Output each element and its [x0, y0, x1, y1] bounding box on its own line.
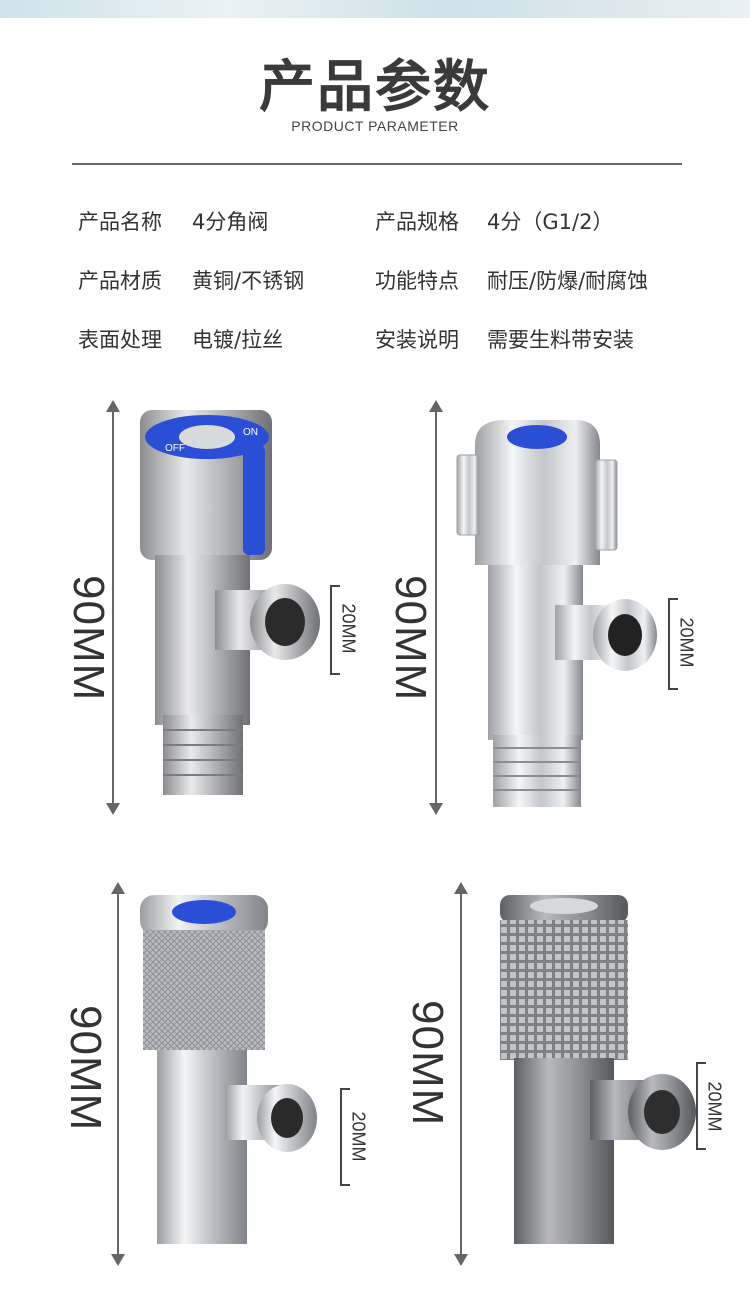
outlet-dimension-bracket: [330, 585, 340, 675]
divider: [72, 163, 682, 165]
outlet-label: 20MM: [348, 1111, 369, 1162]
param-label: 表面处理: [78, 328, 162, 352]
outlet-label: 20MM: [704, 1081, 725, 1132]
valve-image: [500, 895, 696, 1244]
outlet-label: 20MM: [676, 617, 697, 668]
height-dimension-arrow: [429, 400, 443, 815]
param-label: 安装说明: [375, 328, 459, 352]
param-value: 4分角阀: [192, 210, 269, 234]
page-title: 产品参数: [259, 55, 491, 120]
outlet-dimension-bracket: [340, 1088, 350, 1186]
outlet-dimension-bracket: [668, 598, 678, 690]
param-label: 产品材质: [78, 269, 162, 293]
page-subtitle: PRODUCT PARAMETER: [291, 118, 459, 134]
height-label: 90MM: [403, 1000, 452, 1127]
param-row: 产品材质 黄铜/不锈钢 功能特点 耐压/防爆/耐腐蚀: [78, 265, 688, 295]
outlet-label: 20MM: [338, 603, 359, 654]
param-value: 需要生料带安装: [487, 328, 634, 352]
off-text: OFF: [165, 443, 185, 454]
height-label: 90MM: [386, 575, 435, 702]
height-dimension-arrow: [454, 882, 468, 1266]
param-value: 黄铜/不锈钢: [192, 269, 305, 293]
outlet-dimension-bracket: [696, 1062, 706, 1150]
product-valve-4: 90MM 20MM: [390, 880, 725, 1310]
height-dimension-arrow: [106, 400, 120, 815]
param-label: 功能特点: [375, 269, 459, 293]
param-value: 4分（G1/2）: [487, 210, 614, 234]
param-label: 产品规格: [375, 210, 459, 234]
product-valve-2: 90MM 20MM: [380, 400, 710, 830]
valve-image: [456, 420, 657, 807]
param-value: 耐压/防爆/耐腐蚀: [487, 269, 649, 293]
top-banner-strip: [0, 0, 750, 18]
height-label: 90MM: [64, 575, 113, 702]
param-row: 产品名称 4分角阀 产品规格 4分（G1/2）: [78, 206, 688, 236]
param-row: 表面处理 电镀/拉丝 安装说明 需要生料带安装: [78, 324, 688, 354]
product-valve-3: 90MM 20MM: [30, 880, 369, 1310]
height-dimension-arrow: [111, 882, 125, 1266]
param-label: 产品名称: [78, 210, 162, 234]
param-value: 电镀/拉丝: [192, 328, 284, 352]
valve-image: [140, 895, 317, 1244]
on-text: ON: [243, 427, 258, 438]
product-valve-1: 90MM OFF ON 20MM: [50, 400, 380, 830]
valve-image: OFF ON: [140, 410, 320, 795]
height-label: 90MM: [61, 1005, 110, 1132]
